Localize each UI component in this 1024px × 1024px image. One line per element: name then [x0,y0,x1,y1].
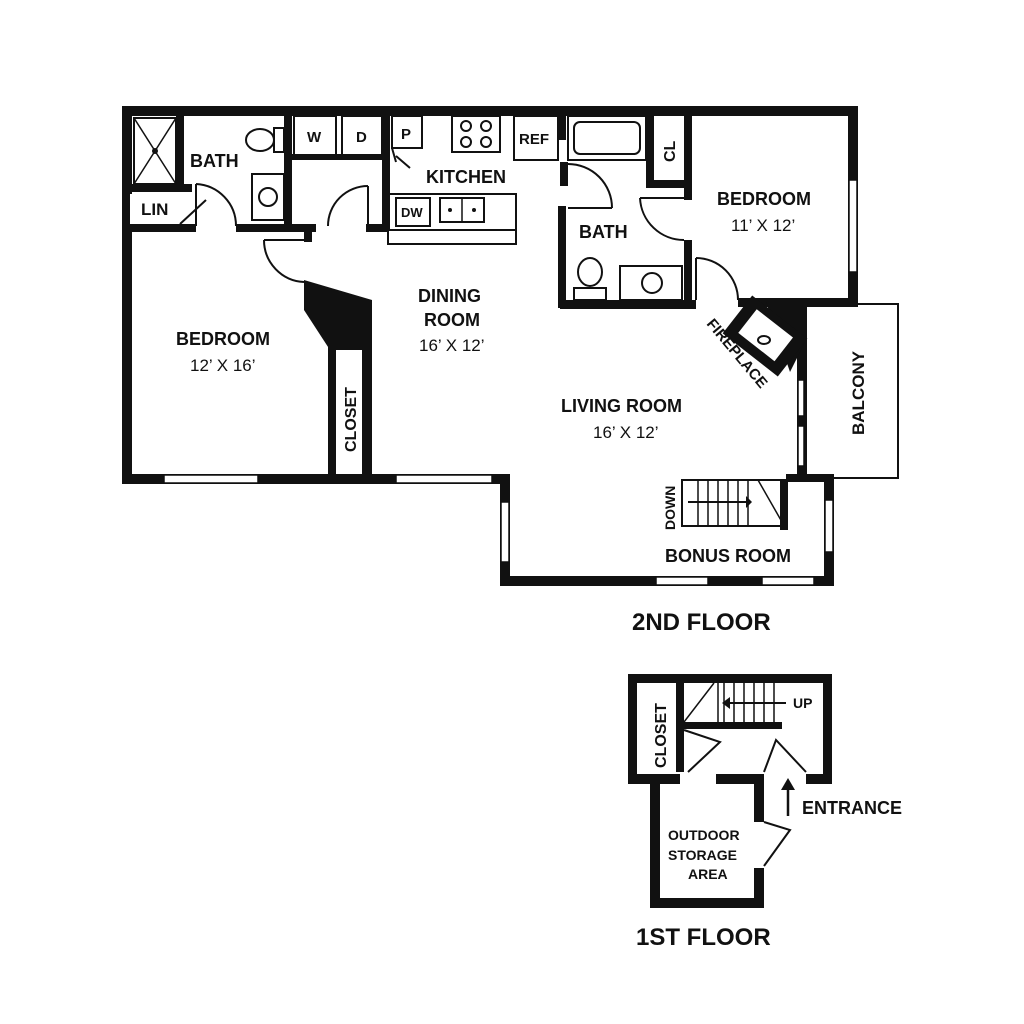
second-floor-title: 2ND FLOOR [632,609,771,636]
first-floor-doors [683,729,807,867]
living-size: 16’ X 12’ [593,423,659,442]
linen-label: LIN [141,200,168,219]
closet-left-label: CLOSET [343,387,360,452]
kitchen-label: KITCHEN [426,167,506,187]
storage-label-line2: STORAGE [668,847,737,863]
bedroom-right-name: BEDROOM [717,189,811,209]
entrance-arrow-icon [781,778,795,816]
washer-label: W [307,129,322,146]
bedroom-left-size: 12’ X 16’ [190,356,256,375]
entrance-label: ENTRANCE [802,798,902,818]
storage-label-line1: OUTDOOR [668,827,740,843]
dryer-label: D [356,129,367,146]
second-floor-windows [163,179,858,586]
bonus-room-label: BONUS ROOM [665,546,791,566]
closet-right-label: CL [662,140,679,162]
second-floor-fixtures [133,115,771,345]
dining-size: 16’ X 12’ [419,336,485,355]
first-floor-title: 1ST FLOOR [636,924,771,951]
first-floor-closet-label: CLOSET [653,703,670,768]
bath-center-label: BATH [579,222,628,242]
balcony-outline [805,303,899,479]
stairs-down-label: DOWN [662,486,678,530]
dining-name-line1: DINING [418,286,481,306]
first-floor-stairs [682,682,786,729]
living-name: LIVING ROOM [561,396,682,416]
first-floor-walls [628,674,832,908]
stairs-up-label: UP [793,695,812,711]
dishwasher-label: DW [401,205,423,220]
stairs-down [681,479,788,530]
bath-left-label: BATH [190,151,239,171]
storage-label-line3: AREA [688,866,728,882]
second-floor-doors [179,163,739,470]
dining-name-line2: ROOM [424,310,480,330]
balcony-label: BALCONY [849,350,868,435]
refrigerator-label: REF [519,131,549,148]
bedroom-left-name: BEDROOM [176,329,270,349]
pantry-label: P [401,126,411,143]
bedroom-right-size: 11’ X 12’ [731,216,795,235]
